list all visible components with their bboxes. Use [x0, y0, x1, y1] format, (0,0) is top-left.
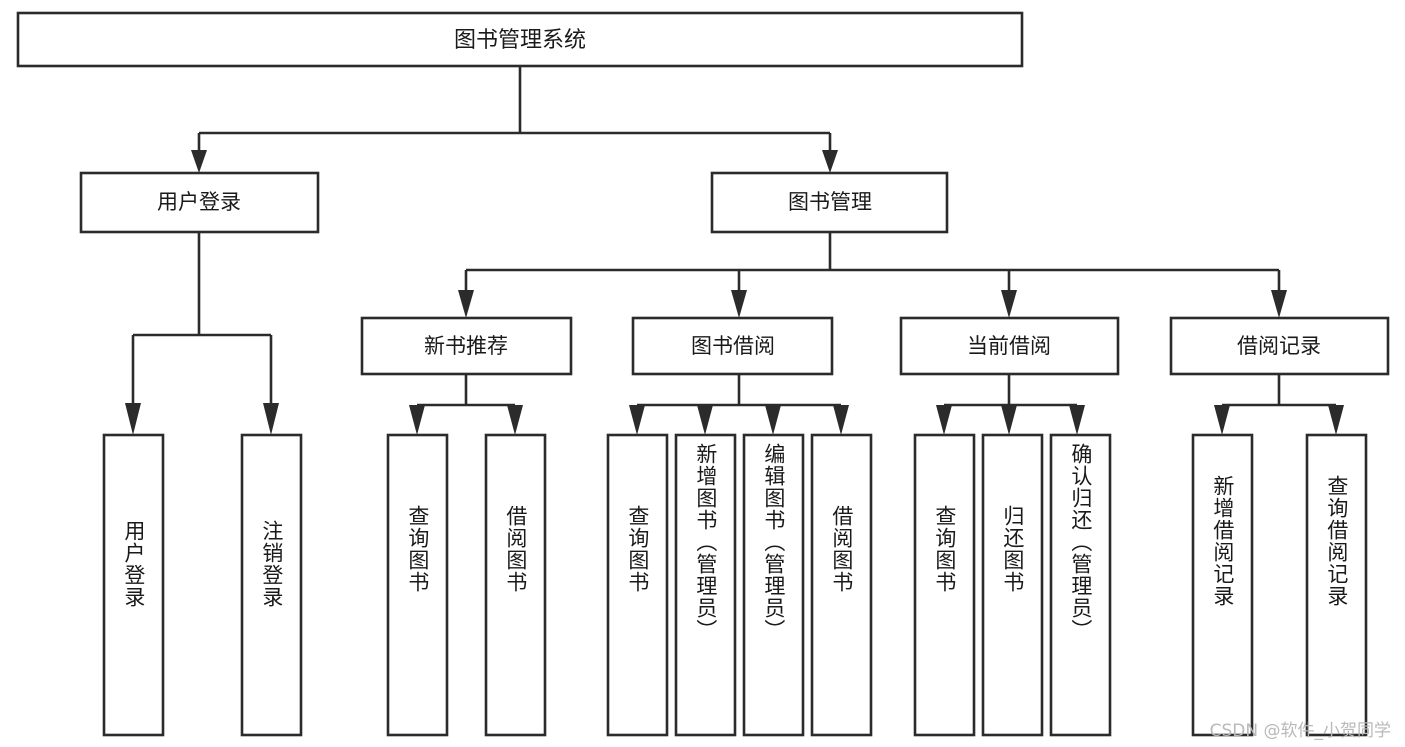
node-current-borrow[interactable] — [899, 316, 1120, 376]
node-root-label: 图书管理系统 — [454, 28, 586, 53]
node-leaf-borrow-book-1[interactable] — [484, 433, 547, 737]
arrow-to-current-borrow — [1001, 290, 1017, 318]
arrow-to-leaf-return-book — [1001, 405, 1017, 435]
node-user-login[interactable] — [79, 171, 320, 234]
node-borrow-record[interactable] — [1169, 316, 1390, 376]
arrow-to-leaf-borrow-book-1 — [507, 405, 523, 435]
node-borrow-record-label: 借阅记录 — [1237, 334, 1321, 358]
node-leaf-add-record[interactable] — [1191, 433, 1254, 737]
arrow-root-to-book-manage — [822, 150, 838, 173]
arrow-to-leaf-add-book — [697, 405, 713, 435]
arrow-to-leaf-query-book-3 — [936, 405, 952, 435]
connector-group-root — [191, 66, 838, 173]
arrow-to-leaf-query-book-2 — [629, 405, 645, 435]
arrow-to-book-borrow — [731, 290, 747, 318]
node-current-borrow-label: 当前借阅 — [967, 334, 1051, 358]
node-book-manage[interactable] — [710, 171, 949, 234]
node-leaf-query-book-2[interactable] — [606, 433, 669, 737]
arrow-root-to-user-login — [191, 150, 207, 173]
arrow-to-new-book-recommend — [458, 290, 474, 318]
arrow-to-leaf-query-record — [1328, 405, 1344, 435]
node-leaf-query-book-3[interactable] — [913, 433, 976, 737]
arrow-to-leaf-confirm-return — [1069, 405, 1085, 435]
node-leaf-logout-login[interactable] — [240, 433, 303, 737]
arrow-to-leaf-query-book-1 — [409, 405, 425, 435]
node-leaf-query-record[interactable] — [1305, 433, 1368, 737]
arrow-to-leaf-add-record — [1214, 405, 1230, 435]
node-leaf-confirm-return[interactable] — [1049, 433, 1112, 737]
connector-group-new-book-recommend — [409, 374, 523, 435]
node-leaf-edit-book[interactable] — [742, 433, 805, 737]
arrow-to-leaf-logout-login — [263, 403, 279, 435]
node-book-borrow-label: 图书借阅 — [691, 334, 775, 358]
node-user-login-label: 用户登录 — [157, 190, 241, 214]
node-root[interactable] — [16, 11, 1024, 68]
node-leaf-return-book[interactable] — [981, 433, 1044, 737]
node-new-book-recommend[interactable] — [360, 316, 573, 376]
node-leaf-query-book-1[interactable] — [386, 433, 449, 737]
connector-group-current-borrow — [936, 374, 1085, 435]
arrow-to-leaf-edit-book — [765, 405, 781, 435]
connector-group-borrow-record — [1214, 374, 1344, 435]
node-book-borrow[interactable] — [631, 316, 834, 376]
connector-group-book-borrow — [629, 374, 849, 435]
connector-group-user-login — [125, 232, 279, 435]
arrow-to-borrow-record — [1271, 290, 1287, 318]
node-new-book-recommend-label: 新书推荐 — [424, 334, 508, 358]
node-leaf-user-login[interactable] — [102, 433, 165, 737]
node-leaf-add-book[interactable] — [674, 433, 737, 737]
arrow-to-leaf-user-login — [125, 403, 141, 435]
arrow-to-leaf-borrow-book-2 — [833, 405, 849, 435]
node-leaf-borrow-book-2[interactable] — [810, 433, 873, 737]
node-book-manage-label: 图书管理 — [788, 190, 872, 214]
connector-group-book-manage — [458, 232, 1287, 318]
